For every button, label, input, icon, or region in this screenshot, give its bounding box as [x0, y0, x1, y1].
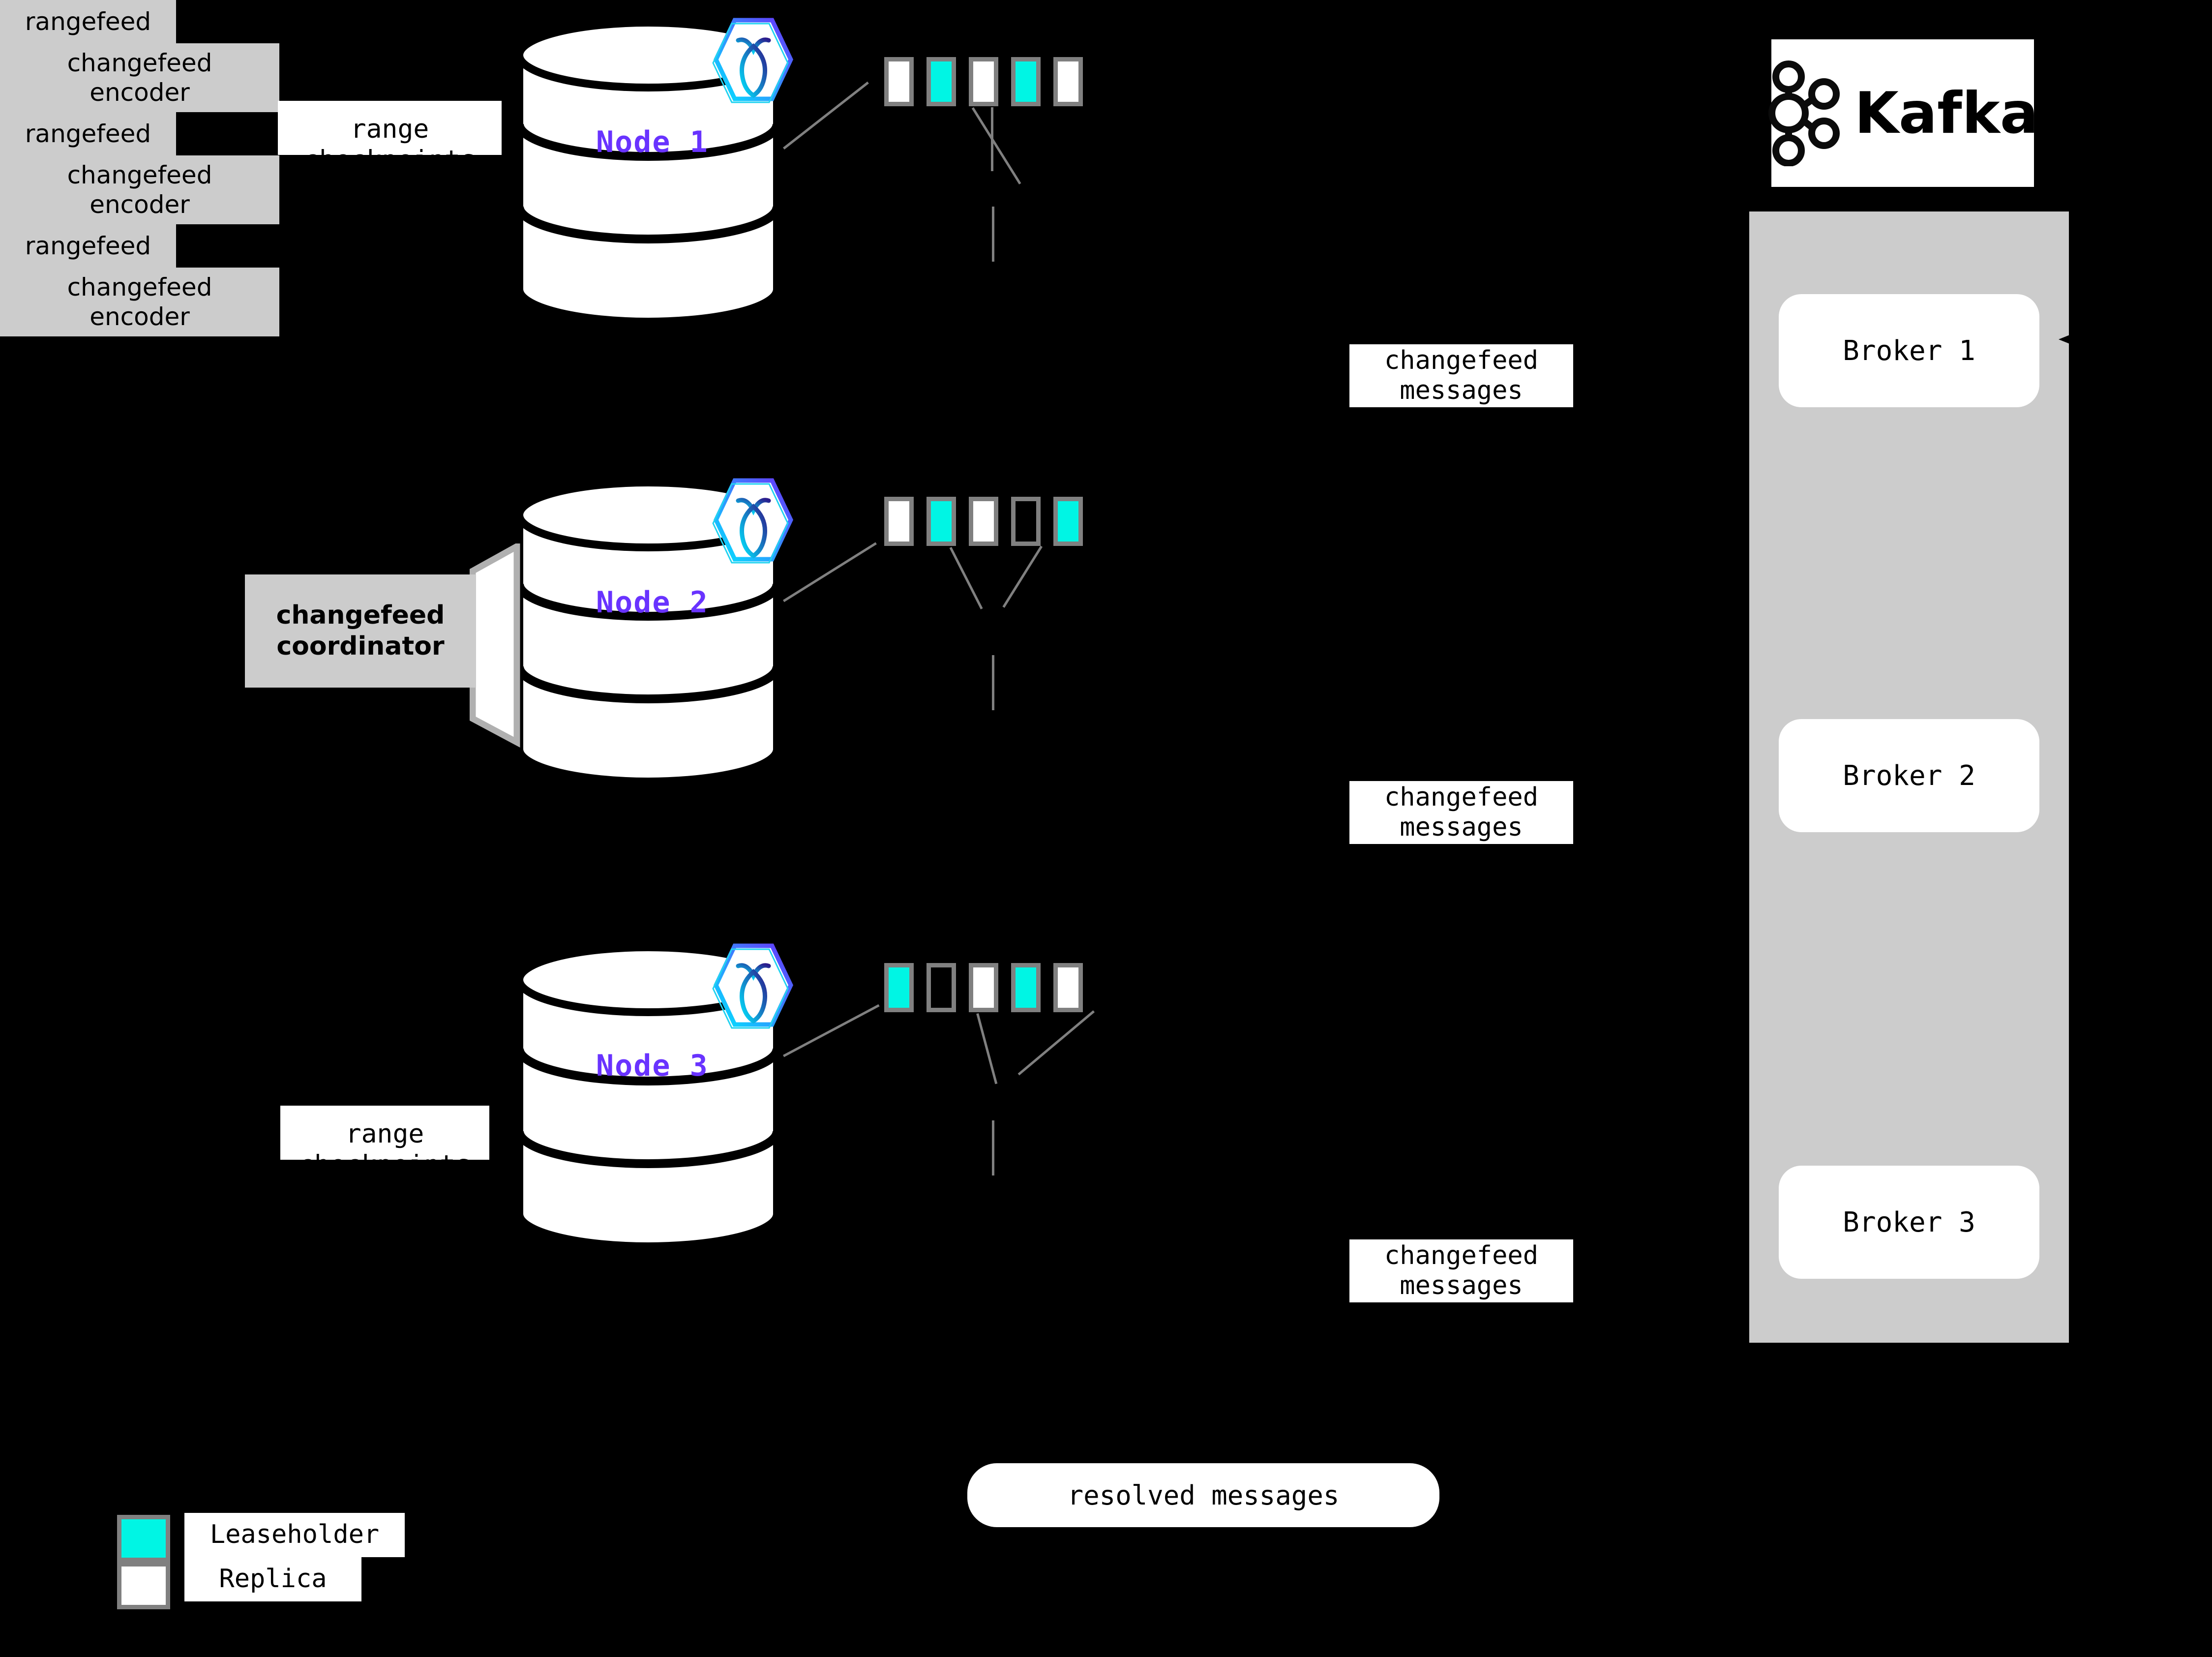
- range-box[interactable]: [1011, 57, 1041, 106]
- changefeed-messages-line2: messages: [1400, 376, 1523, 405]
- connector-line: [992, 1120, 994, 1175]
- resolved-messages-pill[interactable]: resolved messages: [967, 1463, 1439, 1527]
- connector-line: [1017, 1010, 1095, 1076]
- node-label-2: Node 2: [596, 585, 709, 620]
- broker-label: Broker 2: [1843, 759, 1975, 792]
- range-box[interactable]: [1011, 497, 1041, 546]
- coordinator-connector: [469, 541, 548, 750]
- range-checkpoints-line1: range: [350, 114, 429, 145]
- range-row-2: [884, 497, 1096, 546]
- changefeed-messages-label-2: changefeed messages: [1349, 781, 1573, 844]
- legend-label-replica: Replica: [184, 1557, 361, 1601]
- range-row-1: [884, 57, 1096, 106]
- range-box[interactable]: [1053, 963, 1083, 1012]
- broker-label: Broker 1: [1843, 334, 1975, 367]
- encoder-label-line1: changefeed: [67, 49, 212, 77]
- legend-swatch-replica: [117, 1562, 170, 1609]
- range-checkpoints-line2: checkpoints: [299, 1150, 471, 1160]
- legend-label-leaseholder: Leaseholder: [184, 1513, 405, 1557]
- coordinator-line2: coordinator: [276, 632, 445, 661]
- range-checkpoints-line1: range: [345, 1119, 424, 1149]
- kafka-nodes-icon: [1767, 60, 1846, 167]
- range-box[interactable]: [1053, 497, 1083, 546]
- range-box[interactable]: [1053, 57, 1083, 106]
- coordinator-line1: changefeed: [276, 600, 445, 630]
- connector-line: [971, 107, 1021, 184]
- broker-box-1[interactable]: Broker 1: [1779, 294, 2039, 407]
- range-box[interactable]: [927, 497, 956, 546]
- range-row-3: [884, 963, 1096, 1012]
- range-box[interactable]: [1011, 963, 1041, 1012]
- changefeed-messages-label-3: changefeed messages: [1349, 1239, 1573, 1302]
- encoder-label-line2: encoder: [90, 190, 190, 219]
- changefeed-messages-line2: messages: [1400, 813, 1523, 842]
- connector-line: [783, 1004, 880, 1057]
- node-cylinder-3: [515, 944, 781, 1249]
- range-box[interactable]: [927, 963, 956, 1012]
- connector-line: [976, 1013, 998, 1085]
- changefeed-messages-line1: changefeed: [1384, 782, 1539, 812]
- range-checkpoints-label-3: range checkpoints: [280, 1106, 489, 1160]
- kafka-wordmark: Kafka: [1854, 80, 2039, 147]
- node-cylinder-1: [515, 20, 781, 325]
- changefeed-messages-line1: changefeed: [1384, 1240, 1539, 1270]
- connector-line: [991, 107, 993, 171]
- encoder-label-line1: changefeed: [67, 161, 212, 189]
- changefeed-messages-label-1: changefeed messages: [1349, 344, 1573, 407]
- rangefeed-label: rangefeed: [25, 120, 151, 148]
- rangefeed-box-1[interactable]: rangefeed: [0, 0, 176, 43]
- rangefeed-label: rangefeed: [25, 7, 151, 36]
- rangefeed-label: rangefeed: [25, 232, 151, 260]
- connector-line: [992, 655, 994, 710]
- broker-label: Broker 3: [1843, 1206, 1975, 1238]
- node-cylinder-2: [515, 480, 781, 784]
- kafka-logo-box: Kafka: [1768, 39, 2038, 187]
- range-checkpoints-line2: checkpoints: [303, 145, 476, 155]
- cockroachdb-hexagon-icon: [710, 473, 797, 567]
- encoder-label-line2: encoder: [90, 302, 190, 331]
- broker-box-2[interactable]: Broker 2: [1779, 719, 2039, 832]
- range-box[interactable]: [969, 963, 998, 1012]
- broker-inbound-arrowhead: [2059, 329, 2080, 350]
- changefeed-encoder-box-3[interactable]: changefeed encoder: [0, 268, 279, 336]
- connector-line: [992, 207, 994, 262]
- connector-line: [949, 547, 983, 610]
- range-box[interactable]: [927, 57, 956, 106]
- changefeed-encoder-box-2[interactable]: changefeed encoder: [0, 155, 279, 224]
- changefeed-messages-line2: messages: [1400, 1271, 1523, 1300]
- changefeed-messages-line1: changefeed: [1384, 345, 1539, 375]
- resolved-messages-label: resolved messages: [1067, 1479, 1340, 1511]
- range-box[interactable]: [884, 963, 914, 1012]
- range-box[interactable]: [884, 57, 914, 106]
- rangefeed-box-2[interactable]: rangefeed: [0, 112, 176, 155]
- changefeed-coordinator-box[interactable]: changefeed coordinator: [245, 574, 476, 688]
- node-label-3: Node 3: [596, 1049, 709, 1083]
- encoder-label-line2: encoder: [90, 78, 190, 107]
- range-checkpoints-label-1: range checkpoints: [278, 101, 502, 155]
- broker-box-3[interactable]: Broker 3: [1779, 1166, 2039, 1279]
- range-box[interactable]: [969, 497, 998, 546]
- range-box[interactable]: [884, 497, 914, 546]
- cockroachdb-hexagon-icon: [710, 938, 797, 1032]
- range-box[interactable]: [969, 57, 998, 106]
- cockroachdb-hexagon-icon: [710, 13, 797, 106]
- connector-line: [1002, 545, 1043, 608]
- legend-text: Replica: [219, 1564, 327, 1594]
- legend-swatch-leaseholder: [117, 1515, 170, 1562]
- encoder-label-line1: changefeed: [67, 273, 212, 301]
- legend-text: Leaseholder: [209, 1520, 380, 1550]
- rangefeed-box-3[interactable]: rangefeed: [0, 224, 176, 268]
- changefeed-encoder-box-1[interactable]: changefeed encoder: [0, 43, 279, 112]
- node-label-1: Node 1: [596, 125, 709, 159]
